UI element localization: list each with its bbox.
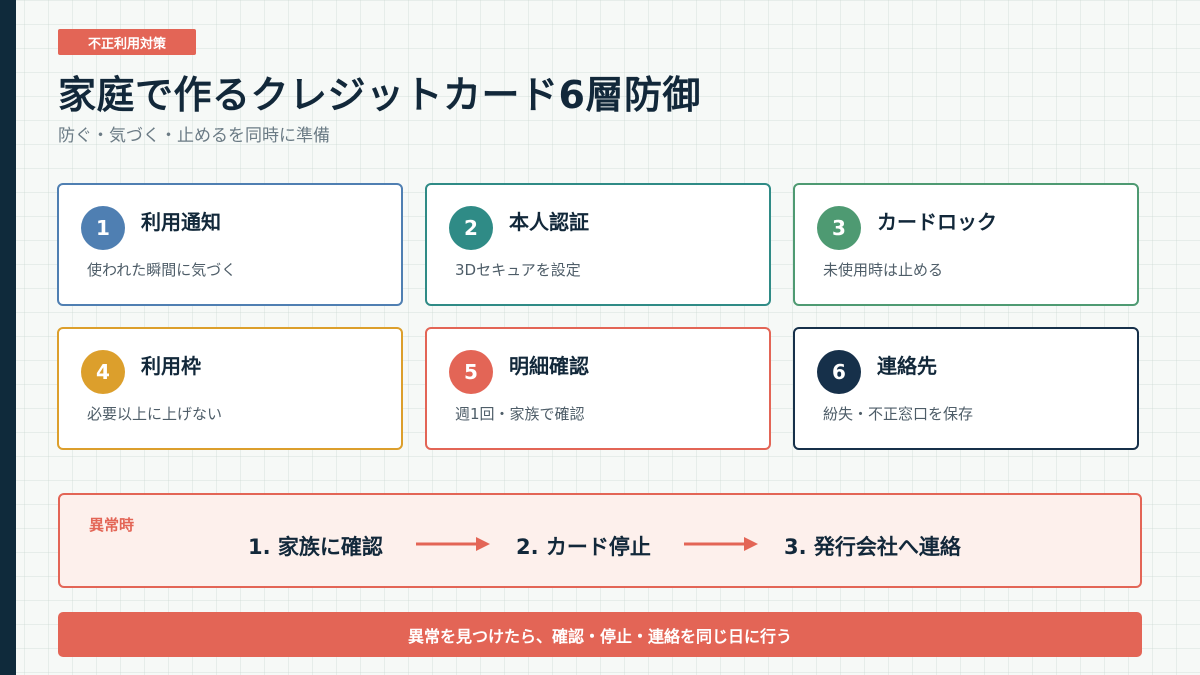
arrow-right-icon [416,537,490,551]
defense-card-3: 3 カードロック 未使用時は止める [793,183,1139,306]
flow-step-3: 3. 発行会社へ連絡 [784,535,961,559]
page-title: 家庭で作るクレジットカード6層防御 [58,73,701,117]
card-title: 利用通知 [141,210,221,234]
action-banner: 異常を見つけたら、確認・停止・連絡を同じ日に行う [58,612,1142,657]
step-number-badge: 2 [449,206,493,250]
card-title: 明細確認 [509,354,589,378]
flow-step-1: 1. 家族に確認 [248,535,383,559]
card-description: 紛失・不正窓口を保存 [823,405,974,423]
step-number-badge: 5 [449,350,493,394]
flow-label: 異常時 [89,516,135,534]
defense-card-1: 1 利用通知 使われた瞬間に気づく [57,183,403,306]
emergency-flow-panel: 異常時 1. 家族に確認 2. カード停止 3. 発行会社へ連絡 [58,493,1142,588]
card-description: 週1回・家族で確認 [455,405,585,423]
defense-card-2: 2 本人認証 3Dセキュアを設定 [425,183,771,306]
defense-card-5: 5 明細確認 週1回・家族で確認 [425,327,771,450]
step-number-badge: 6 [817,350,861,394]
card-title: 利用枠 [141,354,201,378]
page-subtitle: 防ぐ・気づく・止めるを同時に準備 [58,126,330,146]
step-number-badge: 3 [817,206,861,250]
defense-card-4: 4 利用枠 必要以上に上げない [57,327,403,450]
left-accent-bar [0,0,16,675]
card-description: 未使用時は止める [823,261,944,279]
card-title: 連絡先 [877,354,937,378]
card-description: 3Dセキュアを設定 [455,261,581,279]
defense-card-6: 6 連絡先 紛失・不正窓口を保存 [793,327,1139,450]
flow-step-2: 2. カード停止 [516,535,651,559]
step-number-badge: 1 [81,206,125,250]
card-description: 使われた瞬間に気づく [87,261,237,279]
card-title: カードロック [877,210,997,234]
category-tag: 不正利用対策 [58,29,196,55]
step-number-badge: 4 [81,350,125,394]
card-description: 必要以上に上げない [87,405,223,423]
arrow-right-icon [684,537,758,551]
card-title: 本人認証 [509,210,589,234]
